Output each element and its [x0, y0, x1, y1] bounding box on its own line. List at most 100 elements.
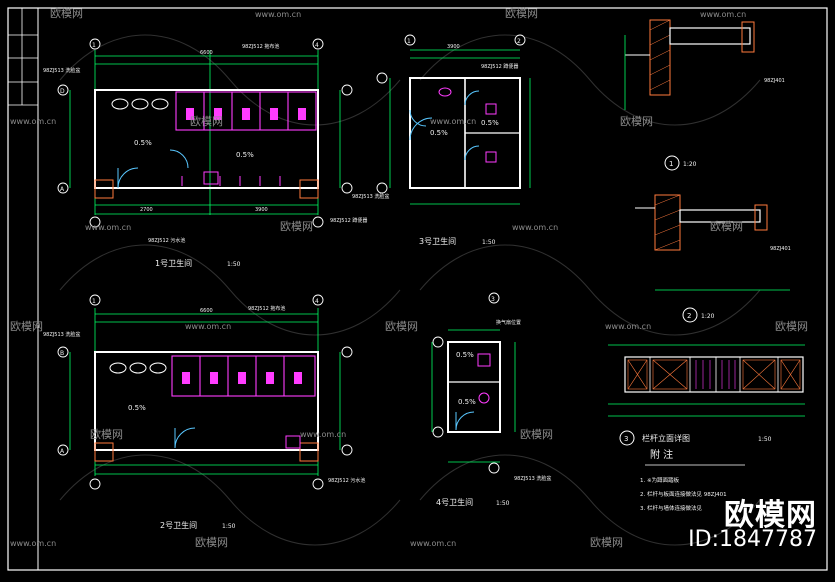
detail-3-label: 3 — [624, 435, 628, 443]
watermark-url-6: www.om.cn — [512, 223, 558, 232]
plan-1-ref-wc: 98ZJ512 蹲便器 — [330, 217, 367, 224]
drawing-frame — [7, 7, 828, 571]
plan-3-slope-b: 0.5% — [481, 119, 499, 127]
notes-item-3: 3. 栏杆与墙体连接做法见 — [640, 504, 702, 512]
plan-1-doors — [117, 149, 189, 189]
plan-3-ref-wash: 98ZJ513 洗脸盆 — [352, 193, 389, 200]
plan-4-ref-wash: 98ZJ513 洗脸盆 — [514, 475, 551, 482]
detail-1-scale: 1:20 — [683, 161, 697, 168]
plan-3: 0.5% 0.5% 3号卫生间 1:50 98ZJ512 蹲便器 98ZJ513… — [352, 34, 531, 246]
plan-1-dim-b: 3900 — [255, 207, 268, 213]
plan-2-wc-fixtures — [182, 372, 302, 384]
plan-1-axis-markers — [57, 38, 353, 228]
watermark-brand-1: 欧模网 — [50, 7, 83, 20]
plan-1-axis-4: 4 — [315, 42, 319, 49]
plan-1-axis-d: D — [60, 88, 65, 95]
plan-2-dim-total: 6600 — [200, 308, 213, 314]
watermark-brand-11: 欧模网 — [520, 428, 553, 441]
plan-1-axis-a: A — [60, 186, 65, 193]
plan-1: 0.5% 0.5% 1号卫生间 1:50 98ZJ512 拖布池 98ZJ513… — [43, 38, 367, 268]
plan-1-walls — [94, 89, 319, 189]
plan-1-dim-a: 2700 — [140, 207, 153, 213]
watermark-url-8: www.om.cn — [605, 322, 651, 331]
plan-1-title: 1号卫生间 — [155, 258, 192, 268]
detail-3-railing-frame — [624, 356, 804, 393]
notes-heading: 附 注 — [650, 448, 673, 461]
plan-2-axis-b: B — [60, 350, 64, 357]
detail-2-hatch — [654, 194, 681, 251]
inner-frame — [37, 7, 828, 571]
watermark-url-9: www.om.cn — [300, 430, 346, 439]
watermark-brand-9: 欧模网 — [775, 320, 808, 333]
watermark-brand-4: 欧模网 — [620, 115, 653, 128]
detail-2-slab — [679, 209, 761, 223]
plan-3-axis-1: 1 — [407, 38, 411, 45]
plan-3-ref-wc: 98ZJ512 蹲便器 — [481, 63, 518, 70]
plan-1-axis-1: 1 — [92, 42, 96, 49]
watermark-url-11: www.om.cn — [410, 539, 456, 548]
watermark-brand-10: 欧模网 — [90, 428, 123, 441]
plan-2-ref-mop: 98ZJ512 拖布池 — [248, 305, 285, 312]
detail-3: 3 栏杆立面详图 1:50 — [608, 344, 805, 446]
plan-2-slope: 0.5% — [128, 404, 146, 412]
plan-4-scale: 1:50 — [496, 500, 510, 507]
detail-2-label: 2 — [687, 312, 691, 320]
watermark-url-7: www.om.cn — [185, 322, 231, 331]
detail-1-marker — [664, 155, 680, 171]
plan-1-column-left — [94, 179, 114, 199]
detail-2: 2 1:20 98ZJ401 — [635, 194, 791, 323]
plan-4: 0.5% 0.5% 4号卫生间 1:50 换气扇位置 98ZJ513 洗脸盆 3 — [431, 292, 551, 507]
watermark-pattern — [59, 34, 761, 546]
detail-3-panels — [627, 359, 801, 390]
plan-3-dimensions — [389, 49, 531, 205]
watermark-url-4: www.om.cn — [430, 117, 476, 126]
detail-1: 1 1:20 98ZJ401 — [624, 19, 785, 171]
watermark-brand-5: 欧模网 — [280, 220, 313, 233]
watermark-brand-12: 欧模网 — [195, 536, 228, 549]
plan-2-axis-4: 4 — [315, 298, 319, 305]
watermark-url-1: www.om.cn — [255, 10, 301, 19]
detail-3-title: 栏杆立面详图 — [642, 433, 690, 443]
detail-2-marker — [682, 307, 698, 323]
plan-2-walls — [94, 351, 319, 451]
plan-2-basins — [109, 362, 167, 374]
plan-4-fixtures — [477, 353, 491, 404]
detail-1-slab — [669, 27, 751, 45]
plan-2-axis-a: A — [60, 448, 65, 455]
plan-2-ref-wash: 98ZJ513 洗脸盆 — [43, 331, 80, 338]
plan-2-stalls — [171, 355, 316, 397]
plan-4-axis-markers — [432, 292, 500, 474]
watermark-url-5: www.om.cn — [85, 223, 131, 232]
plan-1-basins — [111, 98, 169, 110]
plan-2-door — [174, 427, 196, 449]
plan-1-column-right — [299, 179, 319, 199]
plan-1-slope-b: 0.5% — [236, 151, 254, 159]
plan-4-walls — [447, 341, 501, 433]
plan-1-ref-sink: 98ZJ512 污水池 — [148, 237, 185, 244]
notes-item-1: 1. ※为蹲面踏板 — [640, 476, 680, 484]
watermark-brand-6: 欧模网 — [710, 220, 743, 233]
detail-3-balusters — [695, 360, 736, 389]
watermark-url-3: www.om.cn — [10, 117, 56, 126]
plan-1-wc-fixtures — [186, 108, 306, 120]
plan-3-axis-markers — [376, 34, 526, 194]
plan-2-scale: 1:50 — [222, 523, 236, 530]
detail-1-cap — [741, 21, 755, 53]
watermark-url-10: www.om.cn — [10, 539, 56, 548]
watermark-url-2: www.om.cn — [700, 10, 746, 19]
plan-2-column-right — [299, 442, 319, 462]
brand-logo-text: 欧模网 — [724, 498, 817, 533]
detail-2-scale: 1:20 — [701, 313, 715, 320]
plan-1-dim-total: 6600 — [200, 50, 213, 56]
detail-2-ref: 98ZJ401 — [770, 246, 791, 252]
plan-3-fixtures — [438, 87, 497, 163]
plan-1-slope-a: 0.5% — [134, 139, 152, 147]
plan-3-scale: 1:50 — [482, 239, 496, 246]
title-strip — [8, 8, 38, 106]
detail-3-posts — [649, 357, 779, 392]
plan-2-ref-sink: 98ZJ512 污水池 — [328, 477, 365, 484]
plan-4-slope-a: 0.5% — [456, 351, 474, 359]
detail-1-label: 1 — [669, 160, 673, 168]
detail-1-ref: 98ZJ401 — [764, 78, 785, 84]
